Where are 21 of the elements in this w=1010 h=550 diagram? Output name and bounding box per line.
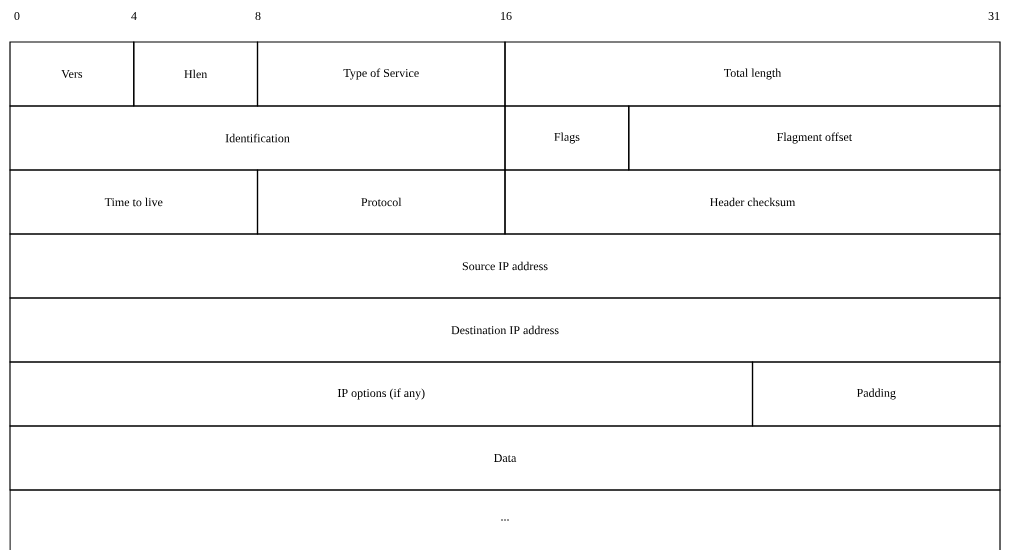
field-cell: Destination IP address — [9, 297, 1001, 363]
field-cell: ... — [9, 489, 1001, 550]
field-cell: Identification — [9, 105, 506, 171]
bit-number: 16 — [501, 11, 512, 21]
bit-number: 0 — [14, 11, 20, 21]
field-cell: Protocol — [256, 169, 506, 235]
bit-number: 31 — [988, 11, 1000, 21]
bit-number: 8 — [255, 11, 261, 21]
field-cell: Flagment offset — [628, 105, 1001, 171]
field-cell: Type of Service — [256, 41, 506, 107]
field-cell: Vers — [9, 41, 135, 107]
field-cell: Time to live — [9, 169, 259, 235]
field-cell: Flags — [504, 105, 630, 171]
field-cell: Total length — [504, 41, 1001, 107]
field-cell: Source IP address — [9, 233, 1001, 299]
field-cell: Header checksum — [504, 169, 1001, 235]
field-cell: Padding — [751, 361, 1001, 427]
field-cell: IP options (if any) — [9, 361, 754, 427]
bit-number: 4 — [131, 12, 137, 20]
field-cell: Data — [9, 425, 1001, 491]
field-cell: Hlen — [133, 41, 259, 107]
